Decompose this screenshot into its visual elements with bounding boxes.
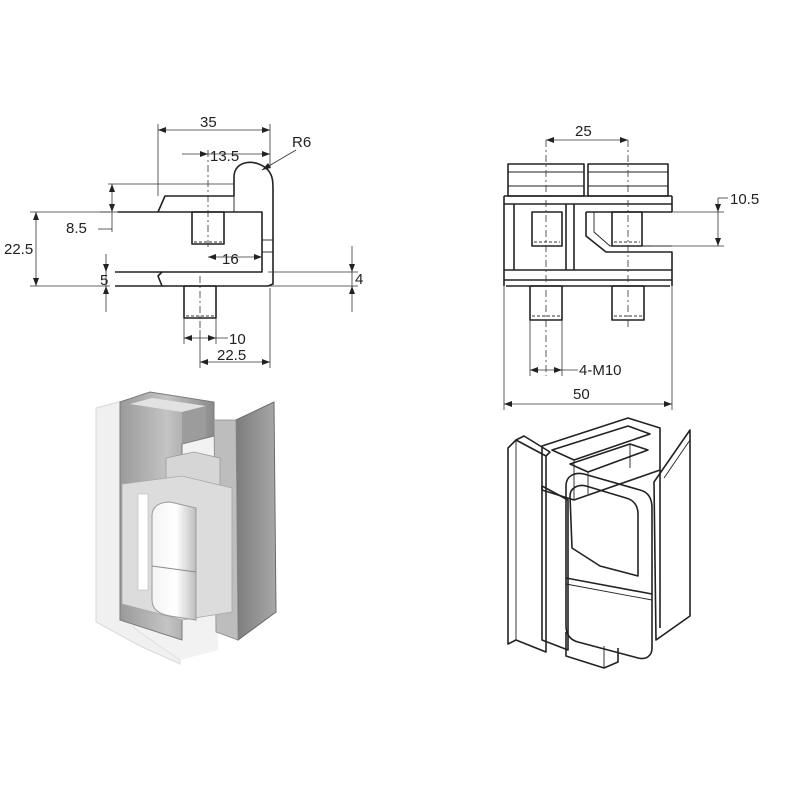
dim-inner-width: 16 [208, 251, 262, 268]
dim-overall-height-label: 22.5 [4, 241, 33, 258]
dim-width-total-label: 35 [200, 114, 217, 131]
side-view: 35 13.5 R6 8.5 [4, 114, 363, 368]
dim-offset: 10.5 [652, 191, 759, 247]
dim-thread: 4-M10 [529, 320, 622, 379]
dim-radius-label: R6 [292, 134, 311, 151]
dim-pin-offset: 13.5 [182, 148, 270, 165]
dim-pin-offset-label: 13.5 [210, 148, 239, 165]
dim-bottom-offset-label: 22.5 [217, 347, 246, 364]
dim-plate-thickness-label: 5 [100, 272, 108, 289]
dim-top-height-label: 8.5 [66, 220, 87, 237]
dim-bottom-offset: 22.5 [199, 288, 271, 368]
dim-radius: R6 [261, 134, 311, 171]
dim-offset-label: 10.5 [730, 191, 759, 208]
dim-width-total: 35 [157, 114, 271, 196]
dim-pin-diameter-label: 10 [229, 331, 246, 348]
dim-plate-thickness: 5 [100, 254, 109, 312]
dim-pin-diameter: 10 [183, 318, 246, 348]
top-view: 25 10.5 4-M10 50 [503, 123, 759, 410]
dim-overall-width-label: 50 [573, 386, 590, 403]
dim-overall-width: 50 [503, 286, 673, 410]
dim-overall-height: 22.5 [4, 211, 110, 287]
dim-gap-label: 4 [355, 271, 363, 288]
hinge-front-profile [503, 140, 673, 376]
dim-inner-width-label: 16 [222, 251, 239, 268]
hinge-side-profile [115, 150, 274, 330]
hinge-3d-render [95, 391, 277, 665]
dim-gap: 4 [268, 246, 363, 312]
dim-pin-spacing: 25 [546, 123, 628, 143]
dim-top-height: 8.5 [66, 183, 234, 237]
dim-pin-spacing-label: 25 [575, 123, 592, 140]
dim-thread-label: 4-M10 [579, 362, 622, 379]
hinge-3d-lineart [507, 417, 691, 669]
